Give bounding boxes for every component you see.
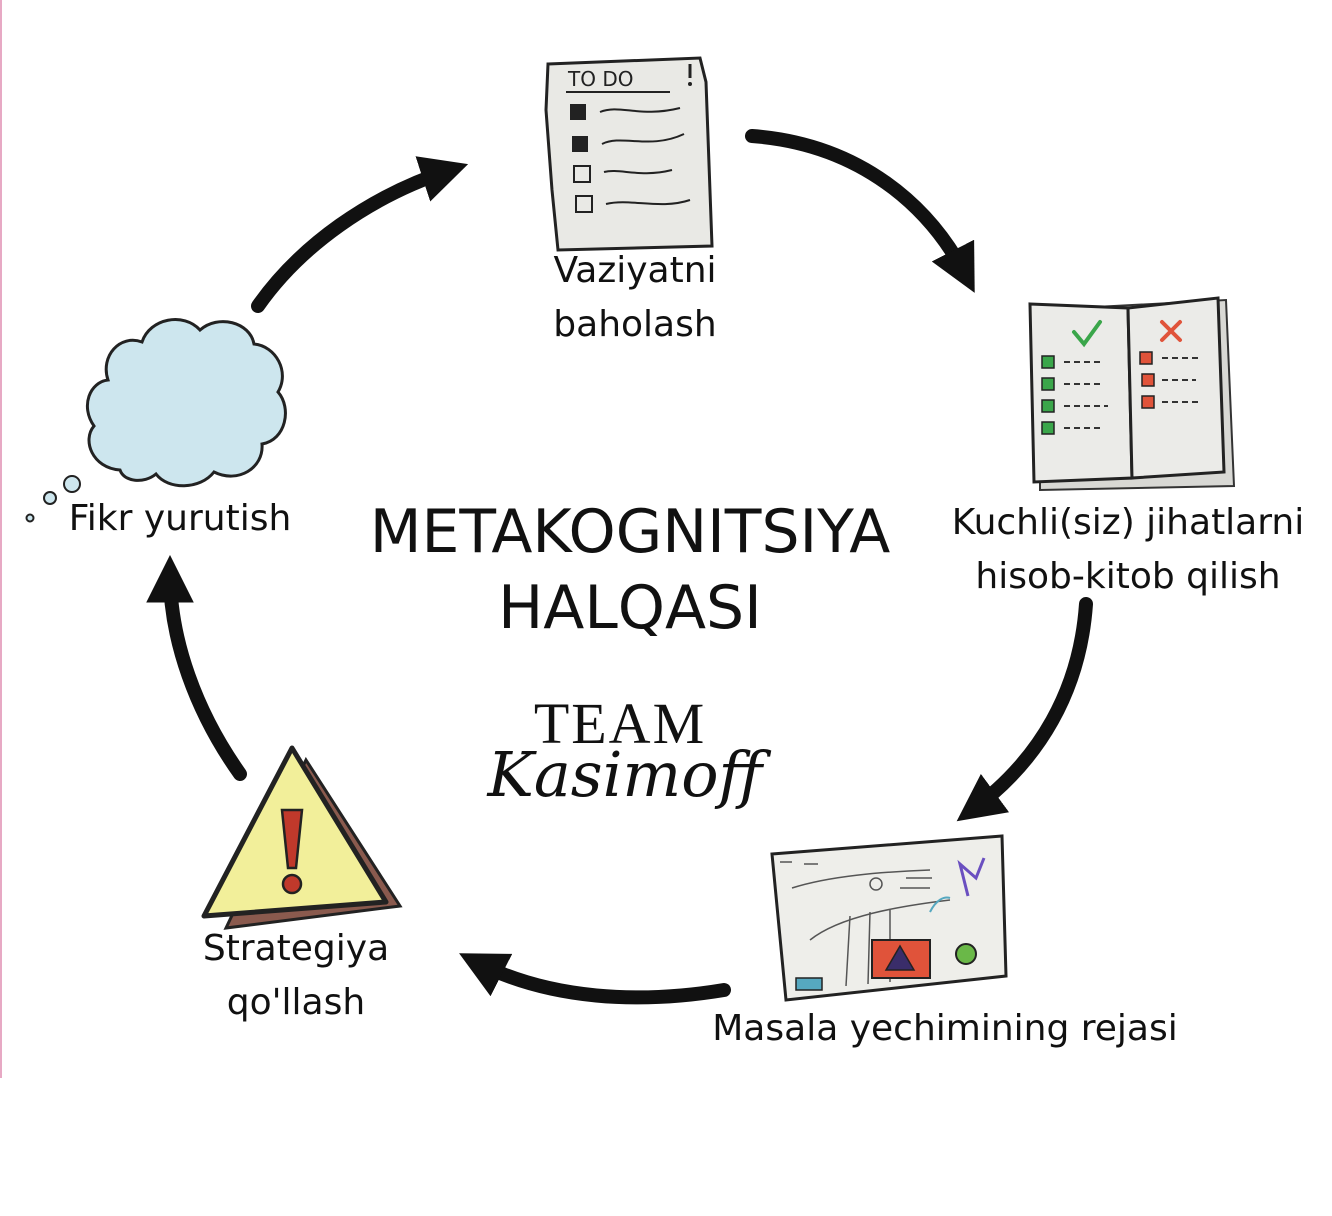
brand-team: TEAM [533,691,707,756]
arrow-assess-to-strengths [745,129,975,293]
step-strategy-label: Strategiya qo'llash [176,922,416,1030]
step-strengths-line1: Kuchli(siz) jihatlarni [951,502,1305,543]
thought-cloud-icon [25,318,287,523]
arrow-plan-to-strategy [459,953,731,1005]
step-plan-line1: Masala yechimining rejasi [712,1008,1178,1049]
step-plan-label: Masala yechimining rejasi [680,1002,1210,1056]
step-assess-line1: Vaziyatni [553,250,717,291]
arrow-strategy-to-think [146,554,247,781]
step-assess-label: Vaziyatni baholash [520,244,750,352]
left-border-line [0,0,2,1078]
warning-sign-icon [201,745,403,930]
arrow-think-to-assess [251,156,469,313]
step-think-line1: Fikr yurutish [68,498,292,539]
todo-header: TO DO [567,67,633,91]
plan-sketch-icon [770,834,1008,1002]
arrow-strengths-to-plan [956,597,1093,822]
step-strategy-line1: Strategiya [202,928,390,969]
title-line2: HALQASI [498,573,762,643]
step-strategy-line2: qo'llash [226,982,366,1023]
step-strengths-line2: hisob-kitob qilish [975,556,1281,597]
open-book-checklist-icon [1028,296,1236,492]
step-think-label: Fikr yurutish [48,492,312,546]
diagram-title: METAKOGNITSIYA HALQASI [330,494,930,646]
brand-kasimoff: Kasimoff [487,738,763,811]
todo-list-icon: TO DO [544,56,714,252]
step-strengths-label: Kuchli(siz) jihatlarni hisob-kitob qilis… [926,496,1330,604]
title-line1: METAKOGNITSIYA [369,497,891,567]
step-assess-line2: baholash [553,304,717,345]
